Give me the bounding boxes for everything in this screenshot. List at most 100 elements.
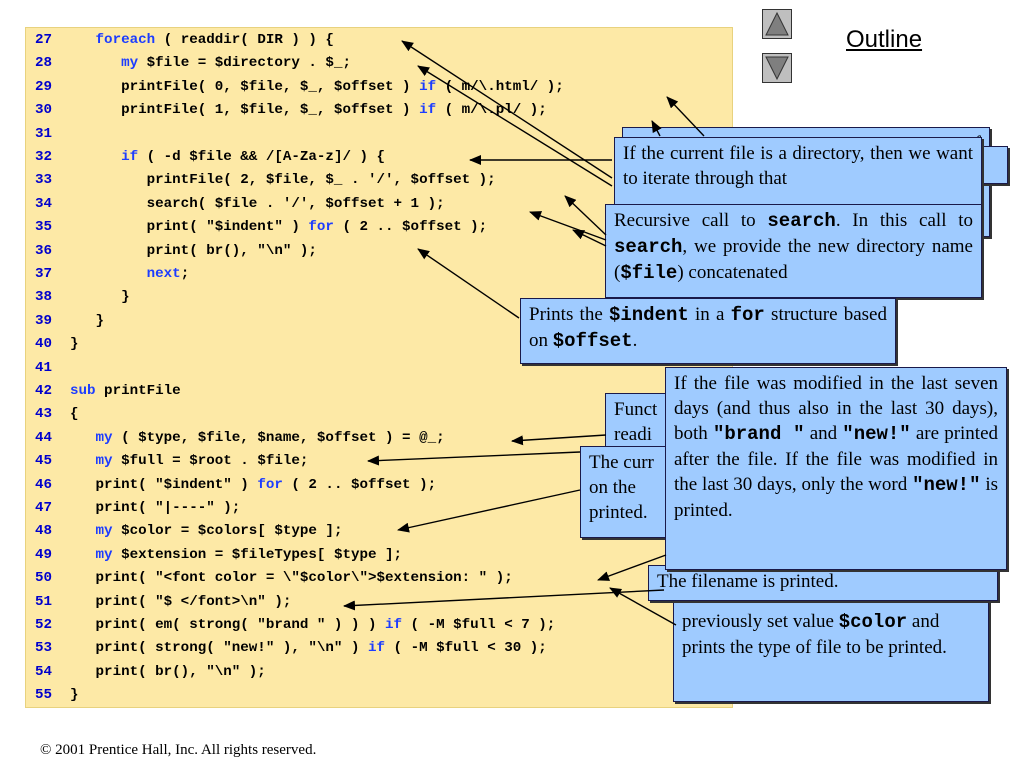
code-keyword: for	[308, 219, 334, 236]
line-number: 42	[35, 383, 53, 399]
callout-text: structure based on	[529, 304, 887, 351]
code-token: ( 2 .. $offset );	[282, 476, 437, 493]
code-token: print( "$ </font>\n" );	[70, 593, 292, 610]
code-text: print( "<font color = \"$color\">$extens…	[70, 567, 513, 590]
code-token: $extension = $fileTypes[ $type ];	[112, 546, 403, 563]
callout-text: The curr	[589, 452, 654, 473]
code-text: }	[70, 684, 79, 707]
code-token: print( strong( "new!" ), "\n" )	[70, 640, 368, 657]
callout-text: are printed after the file. If the file …	[674, 423, 999, 495]
code-text: sub printFile	[70, 380, 181, 403]
code-text: print( "$indent" ) for ( 2 .. $offset );	[70, 474, 437, 497]
code-text: my $color = $colors[ $type ];	[70, 520, 343, 543]
line-number: 47	[35, 500, 53, 516]
code-token: ( -M $full < 30 );	[385, 640, 547, 657]
code-text: printFile( 0, $file, $_, $offset ) if ( …	[70, 76, 564, 99]
callout-text: If the current file is a directory, then…	[623, 143, 973, 189]
callout-code-term: $offset	[552, 330, 633, 352]
code-token: ( -d $file && /[A-Za-z]/ ) {	[138, 149, 386, 165]
code-text: my ( $type, $file, $name, $offset ) = @_…	[70, 427, 445, 450]
code-token: print( br(), "\n" );	[70, 663, 266, 680]
line-number: 33	[35, 172, 53, 189]
line-number: 43	[35, 406, 53, 423]
code-text: my $file = $directory . $_;	[70, 52, 351, 75]
code-text: print( "|----" );	[70, 497, 241, 520]
code-text: }	[70, 333, 79, 356]
code-token: }	[70, 687, 79, 704]
code-text: search( $file . '/', $offset + 1 );	[70, 193, 445, 216]
code-text: print( br(), "\n" );	[70, 661, 266, 684]
callout-text: , we provide the new directory name (	[614, 236, 973, 283]
callout-text: If the file was modified in the last sev…	[674, 373, 998, 444]
code-token: }	[70, 312, 105, 329]
code-keyword: next	[146, 266, 181, 282]
code-text: print( br(), "\n" );	[70, 240, 317, 263]
code-token: printFile	[95, 383, 181, 399]
next-slide-button[interactable]	[762, 53, 792, 83]
callout-text: and	[804, 423, 843, 444]
line-number: 36	[35, 242, 53, 259]
code-keyword: for	[257, 476, 283, 493]
outline-link[interactable]: Outline	[846, 26, 923, 53]
code-text: if ( -d $file && /[A-Za-z]/ ) {	[70, 146, 385, 169]
code-token	[70, 32, 96, 48]
code-text: foreach ( readdir( DIR ) ) {	[70, 29, 334, 52]
code-text: printFile( 2, $file, $_ . '/', $offset )…	[70, 169, 496, 192]
callout-text: Prints the	[529, 304, 609, 325]
code-token: ( readdir( DIR ) ) {	[155, 32, 334, 48]
line-number: 31	[35, 125, 53, 142]
line-number: 52	[35, 617, 53, 633]
code-text: }	[70, 286, 130, 309]
line-number: 53	[35, 640, 53, 657]
code-token: print( br(), "\n" );	[70, 242, 317, 259]
line-number: 45	[35, 453, 53, 470]
line-number: 39	[35, 312, 53, 329]
code-token: }	[70, 336, 79, 353]
copyright-notice: © 2001 Prentice Hall, Inc. All rights re…	[40, 742, 317, 758]
code-token: ;	[180, 266, 190, 282]
line-number: 35	[35, 219, 53, 236]
line-number: 32	[35, 149, 53, 165]
callout-modified-date: If the file was modified in the last sev…	[665, 367, 1007, 570]
code-token	[70, 266, 147, 282]
code-token: printFile( 1, $file, $_, $offset )	[70, 102, 420, 119]
code-token: printFile( 2, $file, $_ . '/', $offset )…	[70, 172, 496, 189]
callout-text: printed.	[589, 502, 648, 523]
code-keyword: sub	[70, 383, 96, 399]
line-number: 29	[35, 78, 53, 95]
code-text: }	[70, 310, 105, 333]
code-keyword: my	[95, 546, 113, 563]
code-token	[70, 523, 96, 539]
line-number: 30	[35, 102, 53, 119]
callout-code-term: search	[767, 210, 836, 232]
code-token	[70, 547, 96, 563]
code-keyword: my	[95, 429, 113, 446]
code-token: print( em( strong( "brand " ) ) )	[70, 617, 386, 633]
callout-code-term: for	[730, 304, 765, 326]
line-number: 46	[35, 476, 53, 493]
line-number: 34	[35, 195, 53, 212]
line-number: 37	[35, 266, 53, 282]
code-token: $file = $directory . $_;	[138, 55, 351, 72]
callout-text: The filename is printed.	[657, 571, 839, 592]
code-text: print( "$indent" ) for ( 2 .. $offset );	[70, 216, 488, 239]
code-token: ( $type, $file, $name, $offset ) = @_;	[112, 429, 445, 446]
code-token: search( $file . '/', $offset + 1 );	[70, 195, 445, 212]
line-number: 51	[35, 593, 53, 610]
code-token: print( "|----" );	[70, 500, 241, 516]
callout-text: .	[632, 330, 638, 351]
line-number: 38	[35, 289, 53, 306]
code-token	[70, 430, 96, 446]
line-number: 41	[35, 359, 53, 376]
code-token: $full = $root . $file;	[112, 453, 309, 470]
line-number: 28	[35, 55, 53, 72]
callout-text: is printed.	[674, 474, 998, 521]
code-token	[70, 149, 121, 165]
code-keyword: my	[95, 523, 113, 540]
code-text: my $extension = $fileTypes[ $type ];	[70, 544, 403, 567]
code-keyword: if	[121, 149, 139, 165]
code-keyword: if	[419, 78, 437, 95]
code-keyword: foreach	[95, 32, 156, 48]
previous-slide-button[interactable]	[762, 9, 792, 39]
callout-code-term: $color	[838, 611, 908, 633]
